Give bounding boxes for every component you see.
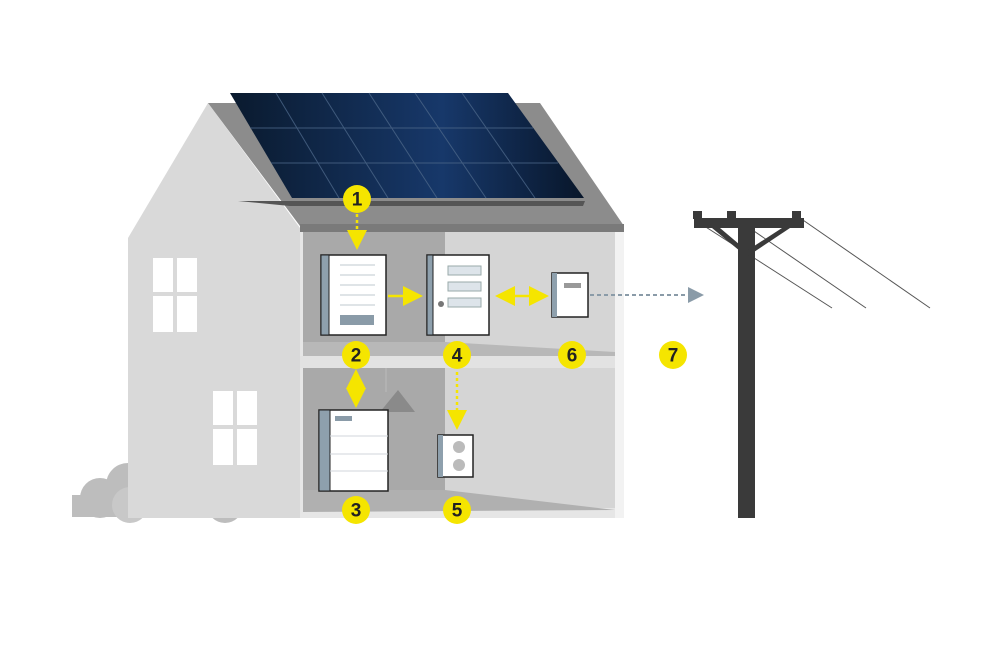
badge-6: 6 [558, 341, 586, 369]
badge-1: 1 [343, 185, 371, 213]
inverter [320, 254, 387, 336]
utility-pole [693, 211, 931, 518]
badge-7: 7 [659, 341, 687, 369]
window-lower [213, 391, 257, 465]
solar-panels [230, 92, 585, 206]
svg-text:6: 6 [567, 346, 578, 367]
flow-arrows [346, 214, 549, 430]
svg-text:2: 2 [351, 346, 362, 367]
svg-text:3: 3 [351, 501, 362, 522]
svg-text:4: 4 [452, 346, 463, 367]
distribution-board [426, 254, 490, 336]
badge-2: 2 [342, 341, 370, 369]
power-outlet [437, 434, 474, 478]
battery [318, 409, 389, 492]
svg-text:1: 1 [352, 190, 363, 211]
svg-text:5: 5 [452, 501, 463, 522]
badge-4: 4 [443, 341, 471, 369]
badge-5: 5 [443, 496, 471, 524]
window-upper [153, 258, 197, 332]
meter [551, 272, 589, 318]
badge-3: 3 [342, 496, 370, 524]
svg-text:7: 7 [668, 346, 679, 367]
